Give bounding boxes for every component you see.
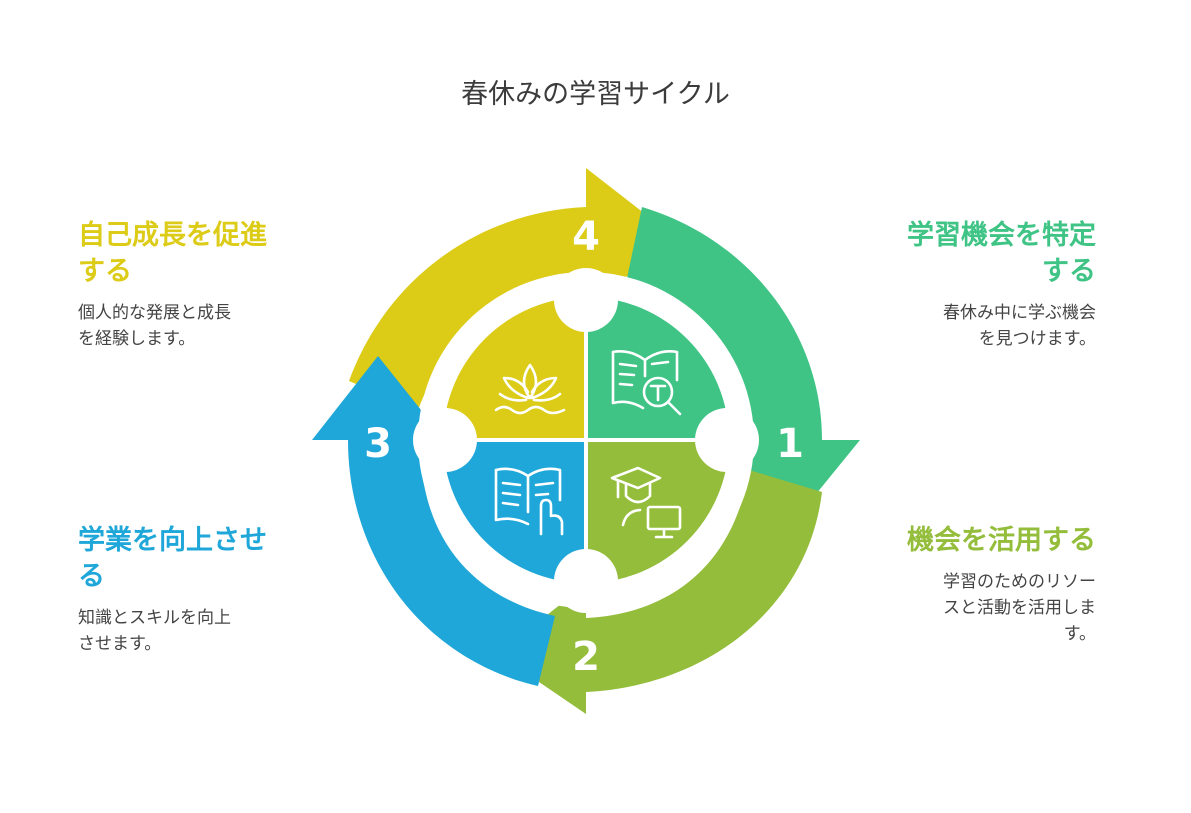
step-4-desc-line-2: を経験します。: [78, 329, 196, 349]
step-4-heading-line-1: 自己成長を促進: [78, 220, 267, 251]
notches: [413, 268, 759, 613]
quadrant-step-3: [443, 442, 584, 583]
step-2-desc-line-3: す。: [1063, 624, 1096, 644]
book-search-icon: [611, 350, 682, 416]
step-2-heading-line-1: 機会を活用する: [907, 525, 1096, 556]
page-title: 春休みの学習サイクル: [461, 79, 730, 110]
step-2-desc-line-1: 学習のためのリソー: [943, 572, 1096, 592]
step-1-description: 春休み中に学ぶ機会 を見つけます。: [820, 300, 1096, 352]
step-4-text: 自己成長を促進 する 個人的な発展と成長 を経験します。: [78, 218, 318, 352]
step-2-heading: 機会を活用する: [820, 523, 1096, 559]
step-3-number: 3: [364, 421, 392, 467]
step-4-description: 個人的な発展と成長 を経験します。: [78, 300, 318, 352]
lotus-icon: [494, 363, 566, 415]
book-touch-icon: [494, 467, 564, 536]
arrow-step-1: [627, 207, 860, 526]
step-4-heading: 自己成長を促進 する: [78, 218, 318, 290]
step-3-heading-line-1: 学業を向上させ: [78, 525, 267, 556]
step-3-text: 学業を向上させ る 知識とスキルを向上 させます。: [78, 523, 318, 657]
step-1-text: 学習機会を特定 する 春休み中に学ぶ機会 を見つけます。: [820, 218, 1096, 352]
step-1-number: 1: [776, 421, 804, 467]
quadrant-step-2: [588, 442, 729, 583]
graduate-computer-icon: [610, 466, 682, 539]
step-3-desc-line-1: 知識とスキルを向上: [78, 608, 231, 628]
step-2-desc-line-2: スと活動を活用しま: [943, 598, 1096, 618]
step-2-number: 2: [572, 634, 600, 680]
arrow-step-2: [498, 470, 822, 714]
quadrant-step-4: [443, 297, 584, 438]
step-2-text: 機会を活用する 学習のためのリソー スと活動を活用しま す。: [820, 523, 1096, 647]
step-3-heading: 学業を向上させ る: [78, 523, 318, 595]
step-1-heading: 学習機会を特定 する: [820, 218, 1096, 290]
arrow-step-3: [312, 356, 555, 686]
step-2-description: 学習のためのリソー スと活動を活用しま す。: [820, 569, 1096, 647]
step-1-heading-line-2: する: [1042, 256, 1096, 287]
step-1-desc-line-1: 春休み中に学ぶ機会: [943, 303, 1096, 323]
step-4-heading-line-2: する: [78, 256, 132, 287]
step-3-desc-line-2: させます。: [78, 634, 162, 654]
step-1-desc-line-2: を見つけます。: [978, 329, 1096, 349]
step-3-heading-line-2: る: [78, 561, 105, 592]
step-1-heading-line-1: 学習機会を特定: [907, 220, 1096, 251]
step-4-desc-line-1: 個人的な発展と成長: [78, 303, 231, 323]
step-3-description: 知識とスキルを向上 させます。: [78, 605, 318, 657]
step-4-number: 4: [572, 214, 600, 260]
